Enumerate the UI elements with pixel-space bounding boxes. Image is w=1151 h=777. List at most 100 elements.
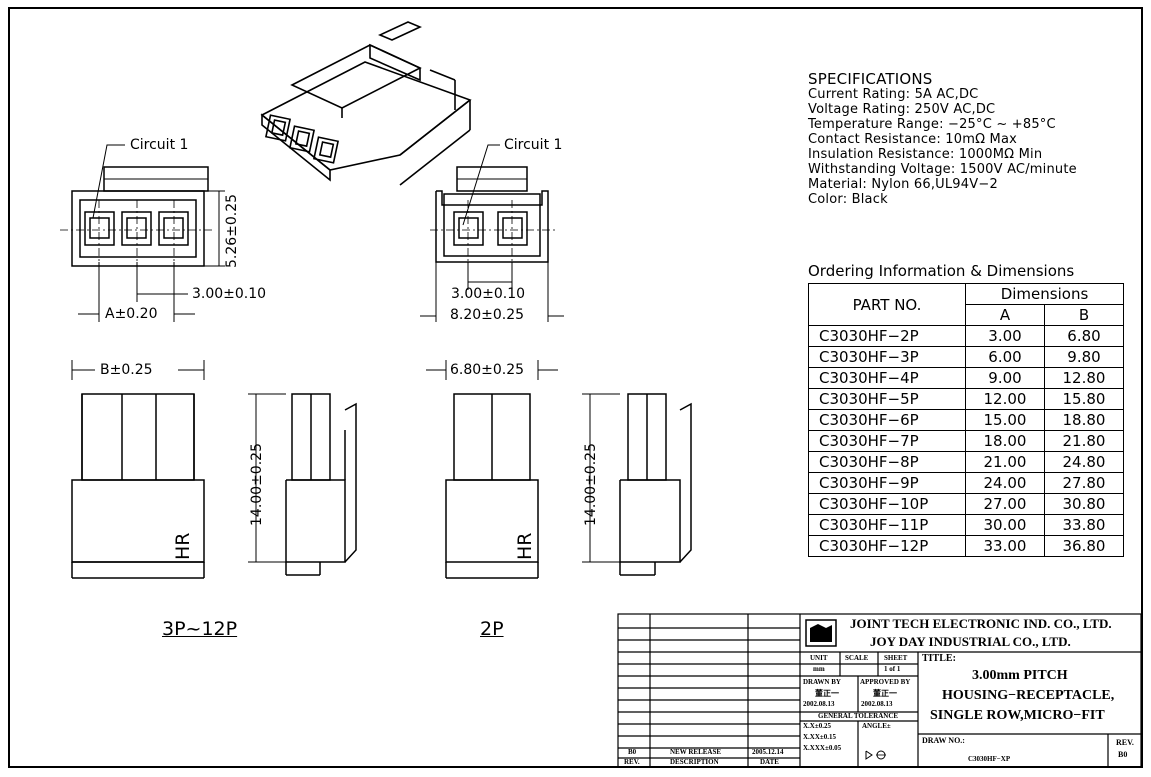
spec-line: Contact Resistance: 10mΩ Max: [808, 132, 1018, 147]
drawn-by-name: 董正一: [815, 689, 839, 698]
front-view-2p: [426, 360, 558, 579]
part-number-cell: C3030HF−3P: [808, 346, 966, 368]
length-dimension-right: 14.00±0.25: [583, 443, 599, 526]
spec-line: Temperature Range: −25°C ~ +85°C: [808, 117, 1056, 132]
side-view-left: [248, 393, 357, 576]
draw-no-label: DRAW NO.:: [922, 736, 965, 745]
tolerance-label: GENERAL TOLERANCE: [818, 712, 899, 720]
dim-a-cell: 9.00: [965, 367, 1045, 389]
a-dimension: A±0.20: [105, 306, 158, 322]
sheet-label: SHEET: [884, 654, 908, 662]
dim-a-cell: 6.00: [965, 346, 1045, 368]
col-part-header: PART NO.: [808, 283, 966, 326]
drawn-by-label: DRAWN BY: [803, 678, 841, 686]
angle-label: ANGLE±: [862, 722, 891, 730]
front-view-3p: [71, 360, 205, 579]
title-label: TITLE:: [922, 653, 956, 664]
dim-b-cell: 30.80: [1044, 493, 1124, 515]
end-view-3p: [60, 144, 225, 322]
ordering-title: Ordering Information & Dimensions: [808, 262, 1075, 280]
spec-line: Insulation Resistance: 1000MΩ Min: [808, 147, 1043, 162]
rev-row-desc: NEW RELEASE: [670, 748, 722, 756]
dim-b-cell: 15.80: [1044, 388, 1124, 410]
dim-b-cell: 21.80: [1044, 430, 1124, 452]
spec-line: Withstanding Voltage: 1500V AC/minute: [808, 162, 1077, 177]
dim-b-cell: 27.80: [1044, 472, 1124, 494]
dim-b-cell: 24.80: [1044, 451, 1124, 473]
tolerance-1: X.X±0.25: [803, 722, 831, 730]
spec-line: Material: Nylon 66,UL94V−2: [808, 177, 998, 192]
part-number-cell: C3030HF−5P: [808, 388, 966, 410]
rev-value: B0: [1118, 750, 1128, 759]
tolerance-2: X.XX±0.15: [803, 733, 837, 741]
specifications-block: SPECIFICATIONS Current Rating: 5A AC,DC …: [808, 70, 1077, 208]
approved-by-label: APPROVED BY: [860, 678, 911, 686]
dim-a-cell: 33.00: [965, 535, 1045, 557]
label-2p: 2P: [480, 618, 504, 640]
rev-row-rev: B0: [628, 748, 637, 756]
drawn-by-date: 2002.08.13: [803, 700, 835, 708]
part-number-cell: C3030HF−12P: [808, 535, 966, 557]
col-b-header: B: [1044, 304, 1124, 326]
company-name-2: JOY DAY INDUSTRIAL CO., LTD.: [870, 634, 1071, 649]
circuit-label-right: Circuit 1: [504, 137, 563, 153]
rev-row-date: 2005.12.14: [752, 748, 784, 756]
dim-b-cell: 9.80: [1044, 346, 1124, 368]
title-line-2: HOUSING−RECEPTACLE,: [942, 688, 1115, 703]
part-number-cell: C3030HF−11P: [808, 514, 966, 536]
part-number-cell: C3030HF−4P: [808, 367, 966, 389]
dim-b-cell: 33.80: [1044, 514, 1124, 536]
circuit-label-left: Circuit 1: [130, 137, 189, 153]
unit-label: UNIT: [810, 654, 828, 662]
width-2p-front-dimension: 6.80±0.25: [450, 362, 525, 378]
part-number-cell: C3030HF−8P: [808, 451, 966, 473]
scale-label: SCALE: [845, 654, 869, 662]
col-a-header: A: [965, 304, 1045, 326]
dim-b-cell: 36.80: [1044, 535, 1124, 557]
part-number-cell: C3030HF−9P: [808, 472, 966, 494]
sheet-value: 1 of 1: [884, 665, 901, 673]
draw-no-value: C3030HF−XP: [968, 755, 1011, 763]
dim-b-cell: 6.80: [1044, 325, 1124, 347]
dim-a-cell: 21.00: [965, 451, 1045, 473]
dim-a-cell: 12.00: [965, 388, 1045, 410]
col-dims-header: Dimensions: [965, 283, 1124, 305]
label-3p-12p: 3P~12P: [162, 618, 238, 640]
dim-a-cell: 15.00: [965, 409, 1045, 431]
tolerance-3: X.XXX±0.05: [803, 744, 842, 752]
dim-a-cell: 30.00: [965, 514, 1045, 536]
part-number-cell: C3030HF−6P: [808, 409, 966, 431]
isometric-view: [260, 21, 472, 186]
spec-line: Current Rating: 5A AC,DC: [808, 87, 979, 102]
spec-line: Voltage Rating: 250V AC,DC: [808, 102, 996, 117]
part-number-cell: C3030HF−2P: [808, 325, 966, 347]
pitch-dimension-right: 3.00±0.10: [451, 286, 526, 302]
dim-a-cell: 24.00: [965, 472, 1045, 494]
hr-mark-right: HR: [514, 532, 536, 561]
rev-label: REV.: [1116, 738, 1134, 747]
end-view-2p: [420, 144, 564, 322]
pitch-dimension-left: 3.00±0.10: [192, 286, 267, 302]
description-header: DESCRIPTION: [670, 758, 719, 766]
part-number-cell: C3030HF−10P: [808, 493, 966, 515]
spec-line: Color: Black: [808, 192, 888, 207]
dim-b-cell: 12.80: [1044, 367, 1124, 389]
specifications-heading: SPECIFICATIONS: [808, 70, 933, 88]
length-dimension-left: 14.00±0.25: [249, 443, 265, 526]
dim-a-cell: 3.00: [965, 325, 1045, 347]
side-view-right: [582, 393, 692, 576]
dim-a-cell: 18.00: [965, 430, 1045, 452]
title-block: [617, 613, 1142, 768]
date-header: DATE: [760, 758, 779, 766]
